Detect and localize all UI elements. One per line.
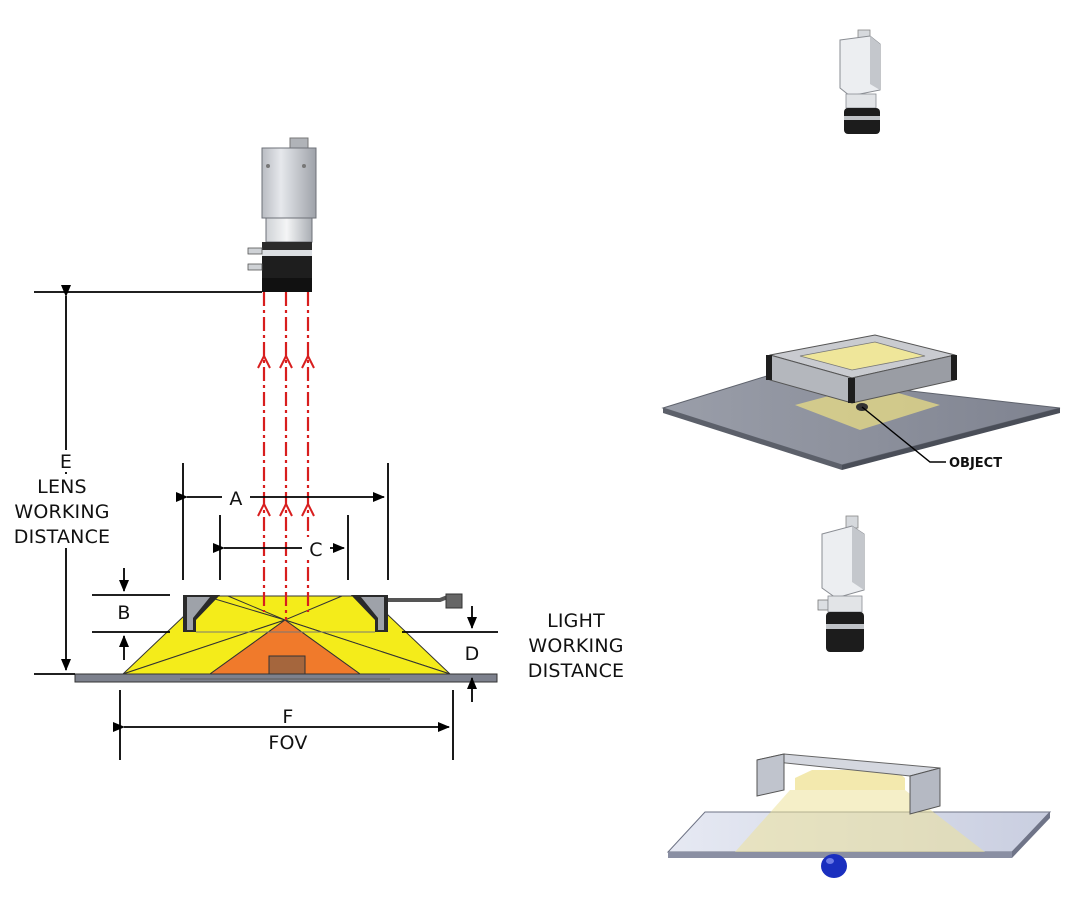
camera-iso-bottom bbox=[817, 515, 865, 652]
dimension-f bbox=[113, 690, 454, 760]
tunnel-light-iso-assembly bbox=[666, 753, 1052, 878]
ground-plate bbox=[74, 673, 498, 683]
label-c: C bbox=[309, 539, 322, 561]
light-geometry bbox=[74, 595, 498, 683]
label-f: F bbox=[282, 706, 293, 728]
dimension-a bbox=[176, 463, 389, 580]
label-d: D bbox=[465, 643, 480, 665]
label-lens-working: WORKING bbox=[14, 501, 109, 523]
label-light-working: WORKING bbox=[528, 635, 623, 657]
dimension-d bbox=[402, 606, 498, 702]
camera-side-view bbox=[247, 137, 317, 292]
side-view-schematic: A C B D E LENS WORKING DISTANCE LIGHT WO… bbox=[2, 137, 625, 760]
object-block bbox=[268, 655, 306, 675]
label-fov: FOV bbox=[268, 732, 307, 754]
label-object: OBJECT bbox=[949, 456, 1002, 471]
camera-rays bbox=[257, 292, 315, 620]
object-leader-line bbox=[861, 406, 946, 463]
label-light: LIGHT bbox=[547, 610, 605, 632]
label-lens: LENS bbox=[37, 476, 87, 498]
camera-iso-top bbox=[839, 29, 881, 134]
light-housing bbox=[183, 593, 463, 633]
label-e: E bbox=[60, 451, 72, 473]
dimension-b bbox=[92, 568, 170, 660]
label-b: B bbox=[117, 602, 130, 624]
label-light-distance: DISTANCE bbox=[528, 660, 625, 682]
label-a: A bbox=[229, 488, 242, 510]
dome-light-iso-assembly: OBJECT bbox=[661, 334, 1061, 471]
sphere-object bbox=[821, 854, 847, 878]
label-lens-distance: DISTANCE bbox=[14, 526, 111, 548]
